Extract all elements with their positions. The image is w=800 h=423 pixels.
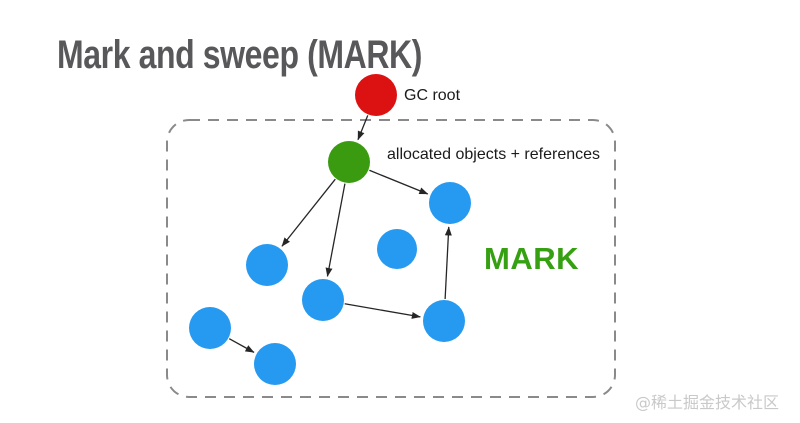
reference-arrow-allocated-to-obj-a xyxy=(369,169,429,195)
heap-boundary xyxy=(166,119,616,398)
node-obj-f xyxy=(189,307,231,349)
node-gc-root xyxy=(355,74,397,116)
reference-arrow-gc-root-to-allocated xyxy=(357,115,369,141)
watermark: @稀土掘金技术社区 xyxy=(635,393,780,412)
reference-arrow-obj-d-to-obj-e xyxy=(344,303,421,319)
node-obj-g xyxy=(254,343,296,385)
allocated-objects-label: allocated objects + references xyxy=(387,146,601,163)
node-obj-c xyxy=(246,244,288,286)
reference-arrow-obj-e-to-obj-a xyxy=(444,226,452,300)
gc-root-label: GC root xyxy=(404,87,461,104)
page-title: Mark and sweep (MARK) xyxy=(57,32,422,77)
node-obj-d xyxy=(302,279,344,321)
node-obj-b xyxy=(377,229,417,269)
reference-arrow-obj-f-to-obj-g xyxy=(228,338,255,353)
reference-arrow-allocated-to-obj-c xyxy=(281,178,336,247)
node-obj-e xyxy=(423,300,465,342)
mark-phase-label: MARK xyxy=(484,241,579,276)
reference-arrow-allocated-to-obj-d xyxy=(325,183,346,277)
node-allocated xyxy=(328,141,370,183)
node-obj-a xyxy=(429,182,471,224)
